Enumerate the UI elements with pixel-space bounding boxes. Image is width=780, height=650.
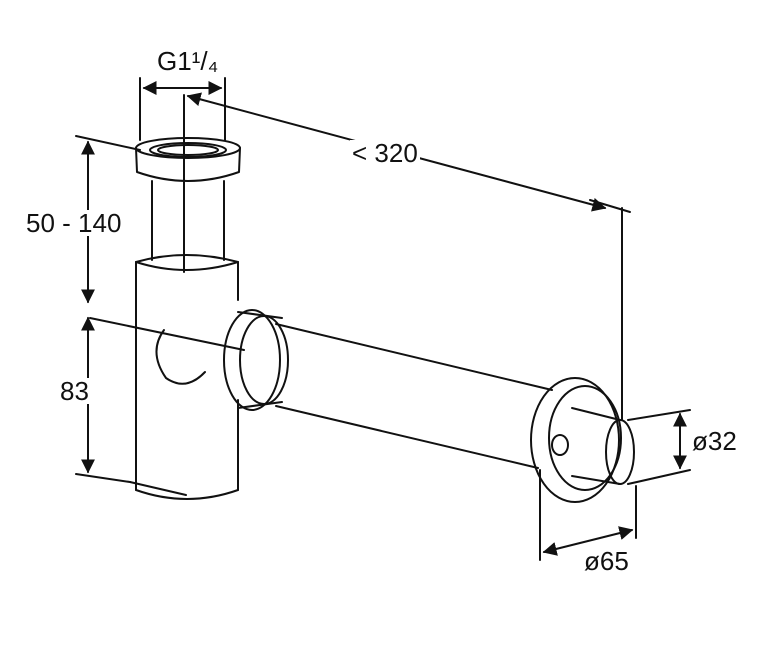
tail-pipe — [151, 94, 225, 273]
wall-distance-label: < 320 — [350, 138, 420, 168]
dim-pipe-diameter — [627, 409, 691, 485]
rosette-diameter-label: ø65 — [582, 546, 631, 576]
dim-rosette-diameter — [539, 469, 637, 561]
thread-size-label: G1¹/₄ — [155, 46, 221, 76]
lower-height-label: 83 — [58, 376, 91, 406]
outlet-coupling — [223, 309, 289, 411]
pipe-diameter-label: ø32 — [690, 426, 739, 456]
height-range-label: 50 - 140 — [24, 208, 124, 238]
dim-thread — [139, 77, 226, 141]
bottle-body — [129, 254, 239, 500]
wall-rosette — [530, 377, 635, 503]
thread-nut — [135, 137, 241, 182]
wall-pipe — [89, 317, 553, 469]
